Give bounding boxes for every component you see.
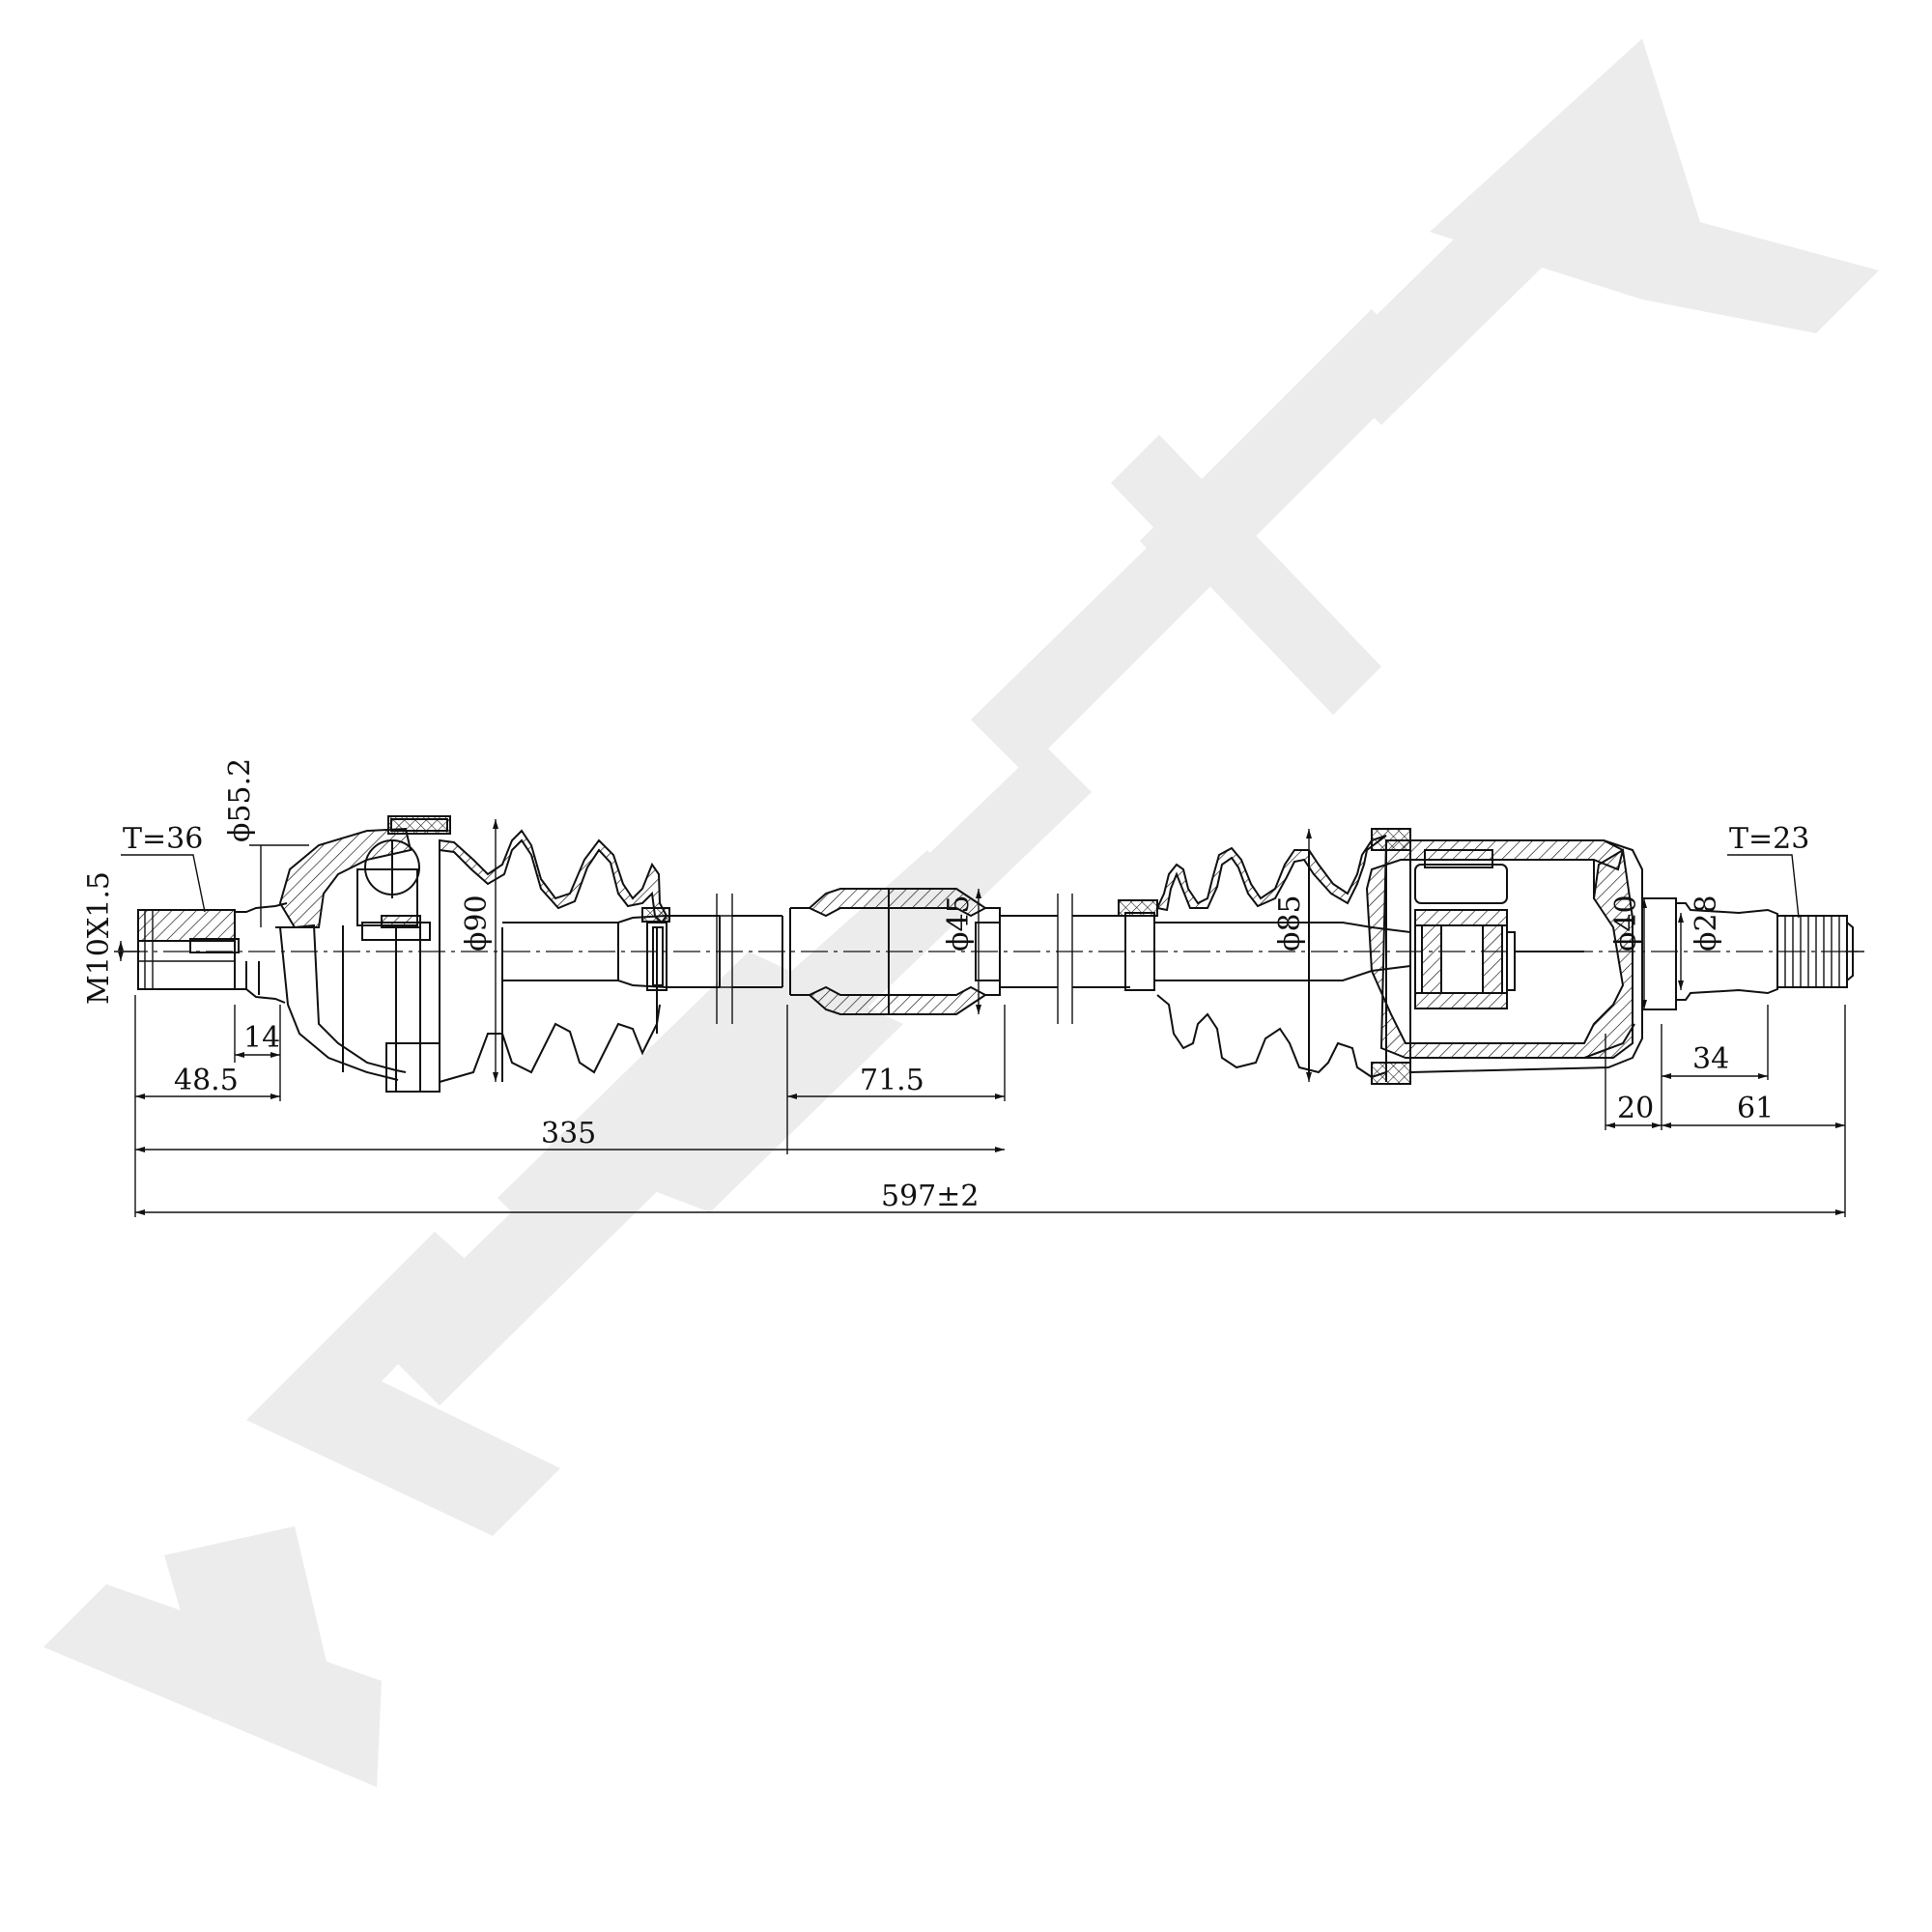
label-dia-55: ϕ55.2 bbox=[223, 758, 257, 842]
leader-t23 bbox=[1727, 854, 1800, 919]
labels: M10X1.5 T=36 ϕ55.2 ϕ90 ϕ45 ϕ85 ϕ40 ϕ28 T… bbox=[82, 758, 1809, 1213]
inner-boot bbox=[1155, 835, 1387, 1079]
label-dia-85: ϕ85 bbox=[1273, 895, 1307, 952]
label-right-teeth: T=23 bbox=[1729, 822, 1809, 856]
dim-value-71-5: 71.5 bbox=[860, 1064, 924, 1097]
dim-value-48-5: 48.5 bbox=[174, 1064, 239, 1097]
dim-value-61: 61 bbox=[1737, 1092, 1774, 1125]
label-dia-90: ϕ90 bbox=[460, 895, 494, 952]
watermark-logo bbox=[43, 39, 1879, 1787]
damper-weight bbox=[781, 888, 1001, 1015]
leader-t36 bbox=[121, 854, 206, 913]
label-left-teeth: T=36 bbox=[123, 822, 203, 856]
outer-cv-joint bbox=[137, 815, 451, 1093]
dim-value-14: 14 bbox=[243, 1021, 280, 1055]
dim-value-335: 335 bbox=[541, 1117, 596, 1151]
label-dia-40: ϕ40 bbox=[1609, 895, 1643, 952]
dim-value-20: 20 bbox=[1617, 1092, 1654, 1125]
outer-boot bbox=[439, 829, 670, 1083]
dimension-lines bbox=[114, 819, 1864, 1217]
dim-value-34: 34 bbox=[1692, 1042, 1729, 1076]
shaft-right bbox=[1000, 894, 1411, 1024]
label-dia-45: ϕ45 bbox=[942, 895, 976, 952]
dim-value-597: 597±2 bbox=[881, 1179, 979, 1213]
shaft-left bbox=[502, 894, 782, 1024]
dim-leader-dia-55 bbox=[249, 844, 309, 927]
label-dia-28: ϕ28 bbox=[1690, 895, 1723, 952]
inner-tripod-joint bbox=[1365, 828, 1854, 1085]
label-thread: M10X1.5 bbox=[82, 871, 116, 1005]
